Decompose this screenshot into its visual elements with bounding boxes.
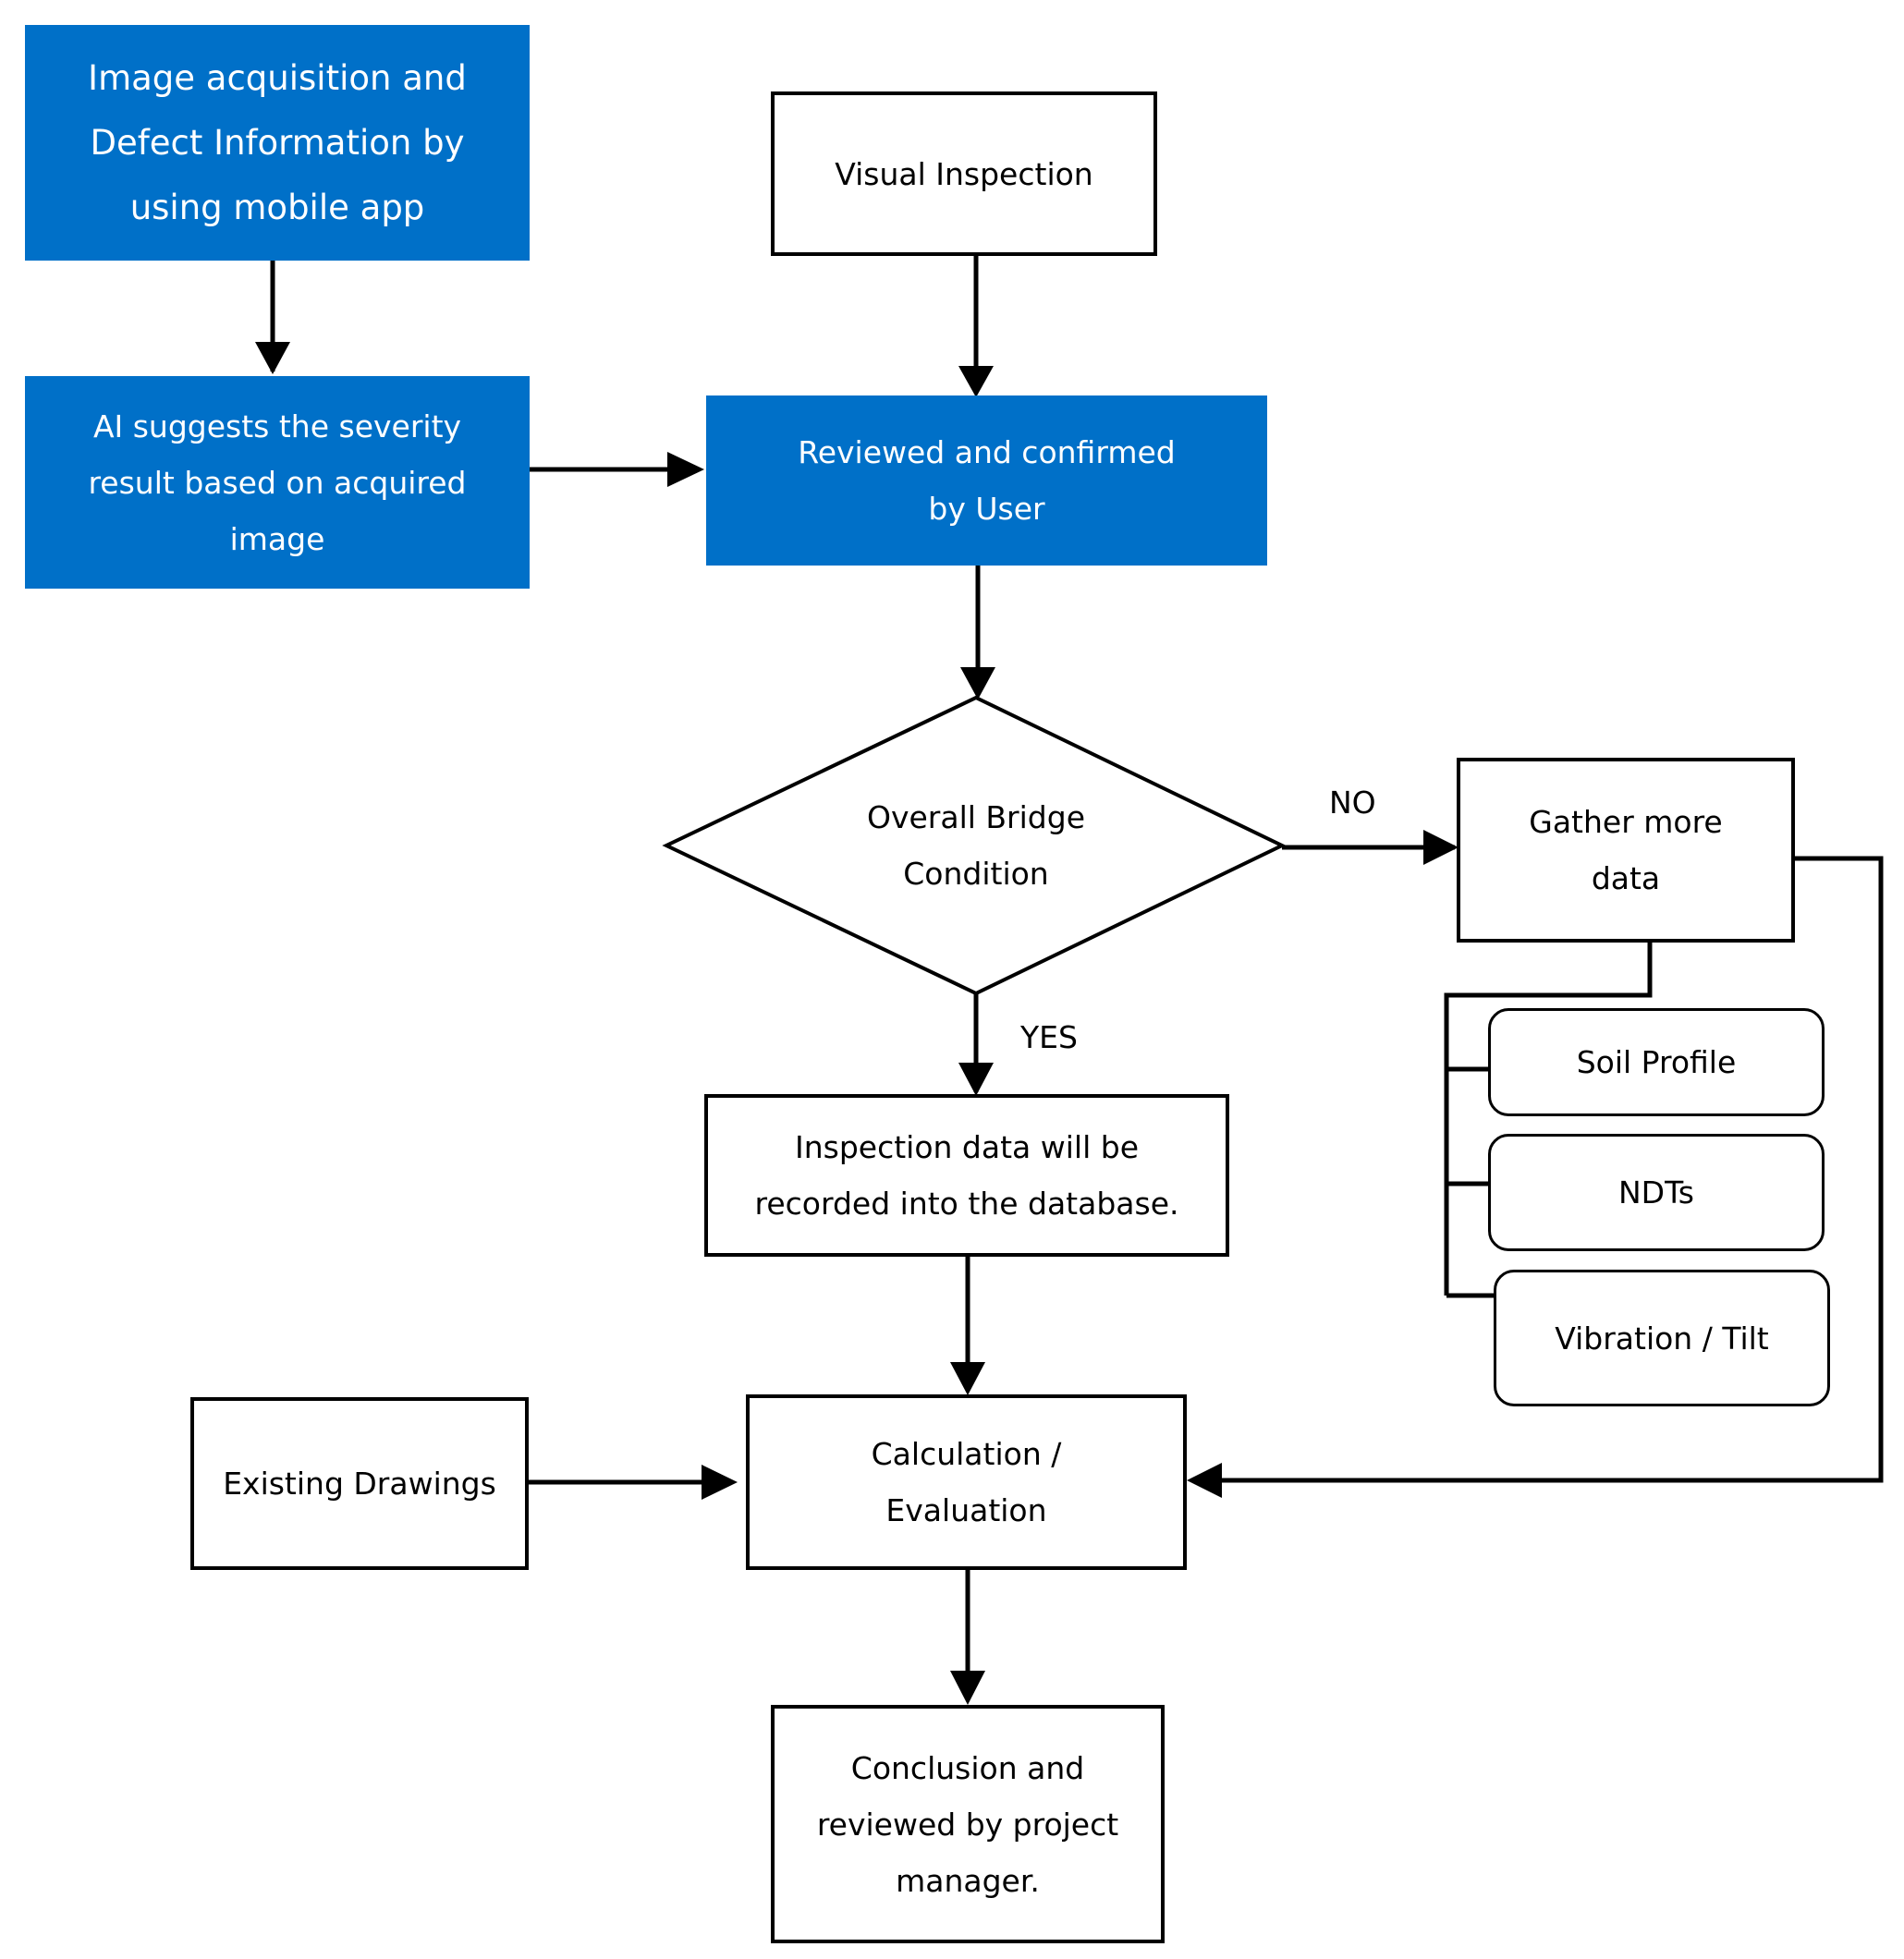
existing-drawings-box: Existing Drawings bbox=[190, 1397, 529, 1570]
calculation-text: Calculation / Evaluation bbox=[871, 1436, 1062, 1528]
overall-condition-label: Overall Bridge Condition bbox=[867, 799, 1085, 892]
gather-more-data-box: Gather more data bbox=[1457, 758, 1795, 943]
vibration-tilt-text: Vibration / Tilt bbox=[1555, 1320, 1769, 1357]
arrowhead-reviewed-to-condition bbox=[960, 667, 995, 700]
arrow-gather-to-calculation bbox=[1192, 856, 1884, 1483]
vibration-tilt-box: Vibration / Tilt bbox=[1494, 1270, 1830, 1406]
ai-suggests-text: AI suggests the severity result based on… bbox=[88, 408, 467, 557]
arrowhead-visual-to-reviewed bbox=[958, 366, 994, 397]
arrowhead-acquisition-to-ai bbox=[255, 342, 290, 374]
conclusion-text: Conclusion and reviewed by project manag… bbox=[816, 1749, 1119, 1899]
ndts-text: NDTs bbox=[1618, 1174, 1694, 1211]
connector-gather-to-subitems bbox=[1444, 941, 1653, 1296]
ai-suggests-box: AI suggests the severity result based on… bbox=[25, 376, 530, 589]
conclusion-box: Conclusion and reviewed by project manag… bbox=[771, 1705, 1165, 1943]
arrowhead-ai-to-reviewed bbox=[667, 452, 704, 487]
arrowhead-inspection-to-calculation bbox=[950, 1362, 985, 1395]
soil-profile-text: Soil Profile bbox=[1576, 1044, 1737, 1080]
gather-more-data-text: Gather more data bbox=[1529, 804, 1723, 896]
arrowhead-condition-to-gather bbox=[1423, 830, 1459, 865]
ndts-box: NDTs bbox=[1488, 1134, 1825, 1251]
inspection-data-box: Inspection data will be recorded into th… bbox=[704, 1094, 1229, 1257]
yes-label: YES bbox=[1020, 1019, 1078, 1055]
arrowhead-calculation-to-conclusion bbox=[950, 1671, 985, 1705]
arrowhead-drawings-to-calculation bbox=[702, 1465, 738, 1500]
inspection-data-text: Inspection data will be recorded into th… bbox=[754, 1129, 1179, 1222]
reviewed-confirmed-text: Reviewed and confirmed by User bbox=[798, 434, 1176, 527]
calculation-box: Calculation / Evaluation bbox=[746, 1394, 1187, 1570]
existing-drawings-text: Existing Drawings bbox=[223, 1466, 496, 1502]
arrowhead-gather-to-calculation bbox=[1187, 1463, 1222, 1498]
no-label: NO bbox=[1329, 785, 1376, 821]
visual-inspection-text: Visual Inspection bbox=[835, 155, 1093, 192]
soil-profile-box: Soil Profile bbox=[1488, 1008, 1825, 1116]
arrowhead-condition-to-inspection bbox=[958, 1063, 994, 1096]
visual-inspection-box: Visual Inspection bbox=[771, 91, 1157, 256]
image-acquisition-box: Image acquisition and Defect Information… bbox=[25, 25, 530, 261]
image-acquisition-text: Image acquisition and Defect Information… bbox=[88, 57, 467, 227]
reviewed-confirmed-box: Reviewed and confirmed by User bbox=[706, 395, 1267, 566]
